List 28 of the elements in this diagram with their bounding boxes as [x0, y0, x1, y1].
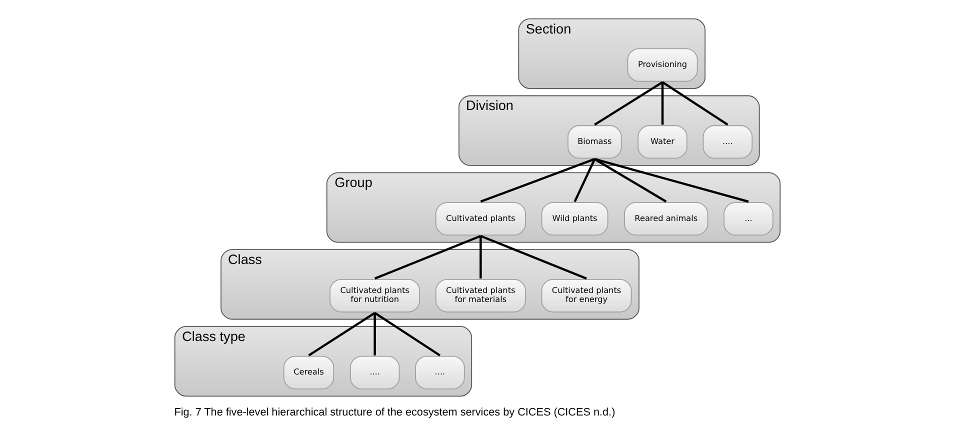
connector [594, 158, 749, 203]
node-box: .... [415, 356, 465, 390]
connector [594, 81, 664, 126]
node-box: Wild plants [541, 202, 608, 236]
connector [374, 312, 376, 356]
node-box: Biomass [568, 125, 622, 159]
caption: Fig. 7 The five-level hierarchical structure of the ecosystem services by CICES (CICES n.d.) [174, 406, 616, 419]
node-box: Cultivated plants for energy [541, 278, 632, 312]
node-box: Cereals [283, 356, 334, 390]
node-box: ... [724, 202, 774, 236]
connector [661, 82, 664, 125]
node-box: Cultivated plants for materials [435, 278, 526, 312]
node-box: .... [350, 356, 400, 390]
connector [480, 234, 587, 280]
node-box: Reared animals [624, 202, 708, 236]
connector [480, 158, 596, 203]
connector [308, 312, 376, 356]
connector [662, 81, 728, 126]
node-box: Provisioning [627, 48, 698, 82]
connector [480, 236, 482, 279]
connector [574, 158, 596, 202]
node-box: .... [702, 125, 753, 159]
connector [374, 234, 482, 280]
node-box: Cultivated plants for nutrition [330, 278, 420, 312]
node-box: Cultivated plants [435, 202, 526, 236]
connector [594, 158, 667, 203]
connector [374, 312, 441, 356]
node-box: Water [638, 125, 688, 159]
